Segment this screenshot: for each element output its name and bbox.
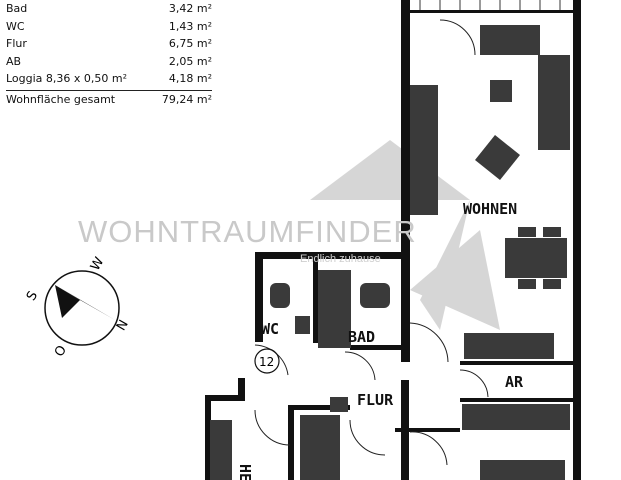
area-row: AB 2,05 m² [6,53,212,71]
cabinet [300,415,340,480]
area-row: Loggia 8,36 x 0,50 m² 4,18 m² [6,70,212,88]
cabinet [410,85,438,215]
compass-icon [44,270,120,346]
room-label-ar: AR [505,373,524,391]
room-label-wohnen: WOHNEN [463,200,517,218]
room-name: Flur [6,37,27,50]
apartment-number: 12 [259,355,274,369]
room-area: 4,18 m² [168,72,212,85]
compass-s: S [24,289,41,304]
compass-w: W [88,255,107,274]
apartment-number-badge [254,348,280,374]
sink [295,316,310,334]
area-table: Bad 3,42 m² WC 1,43 m² Flur 6,75 m² AB 2,05 … [6,0,212,108]
watermark-tagline: Endlich zuhause [300,253,381,265]
area-row: Flur 6,75 m² [6,35,212,53]
table [490,80,512,102]
room-area: 6,75 m² [168,37,212,50]
walls [205,0,581,480]
room-area: 3,42 m² [168,2,212,15]
sofa [538,55,570,150]
room-name: AB [6,54,22,68]
room-name: Bad [6,2,28,15]
room-area: 2,05 m² [168,54,212,68]
bathtub [318,270,351,348]
loggia-railing [419,0,561,10]
sideboard [464,333,554,359]
room-label-bad: BAD [348,328,375,346]
area-row: Bad 3,42 m² [6,0,212,18]
total-area: 79,24 m² [161,92,212,106]
sofa [480,25,540,55]
area-total-row: Wohnfläche gesamt 79,24 m² [6,89,212,109]
room-label-wc: WC [261,320,279,338]
armchair [475,135,520,180]
compass-o: O [52,343,70,359]
kitchen-counter [210,420,232,480]
toilet [270,283,290,308]
doors [254,19,489,466]
toilet [360,283,390,308]
room-name: Loggia 8,36 x 0,50 m² [6,72,128,85]
wardrobe [462,404,570,430]
bed [480,460,565,480]
area-row: WC 1,43 m² [6,18,212,36]
compass-n: N [114,318,132,334]
room-label-kueche: HE [236,464,254,480]
furniture [210,25,570,480]
watermark-brand: WOHNTRAUMFINDER [78,214,417,249]
room-area: 1,43 m² [168,19,212,33]
room-name: WC [6,19,25,33]
total-label: Wohnfläche gesamt [6,92,116,106]
room-label-flur: FLUR [357,391,394,409]
